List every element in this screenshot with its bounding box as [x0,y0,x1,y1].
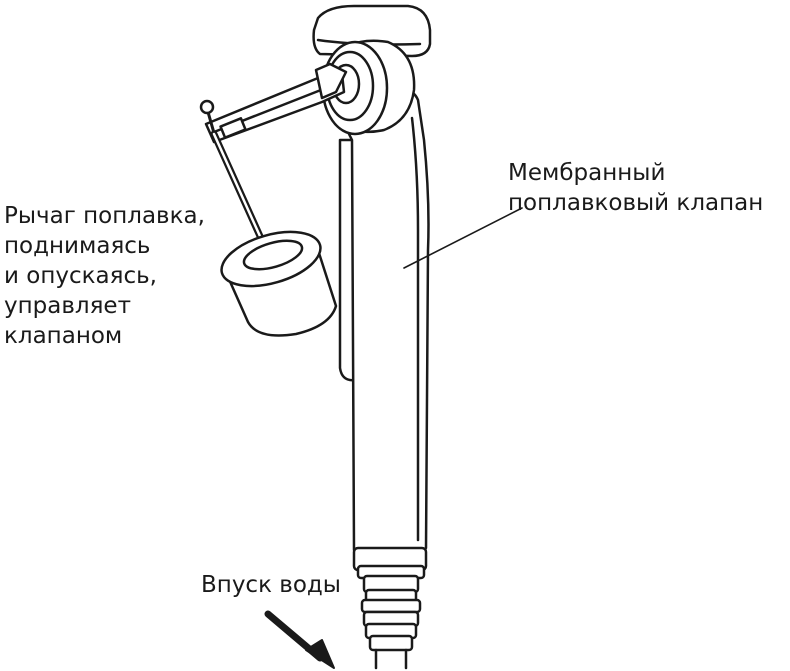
lever-caption: Рычаг поплавка, поднимаясь и опускаясь, … [4,201,205,351]
arrow-down-right-icon [264,610,335,669]
lever-caption-line-3: и опускаясь, [4,263,157,289]
lever-caption-line-4: управляет [4,293,131,319]
valve-head [312,4,432,136]
valve-caption: Мембранный поплавковый клапан [508,158,763,218]
lever-caption-line-2: поднимаясь [4,233,151,259]
inlet-caption: Впуск воды [201,570,341,600]
valve-caption-line-1: Мембранный [508,160,666,186]
lever-caption-line-5: клапаном [4,323,123,349]
lever-caption-line-1: Рычаг поплавка, [4,203,205,229]
float-arm [199,62,348,144]
valve-leader-line [403,207,523,269]
valve-caption-line-2: поплавковый клапан [508,190,764,216]
float-cup [220,230,338,337]
float-rod [210,130,272,258]
inlet-caption-line-1: Впуск воды [201,572,341,598]
valve-body [338,89,430,562]
inlet-fitting [352,546,428,670]
